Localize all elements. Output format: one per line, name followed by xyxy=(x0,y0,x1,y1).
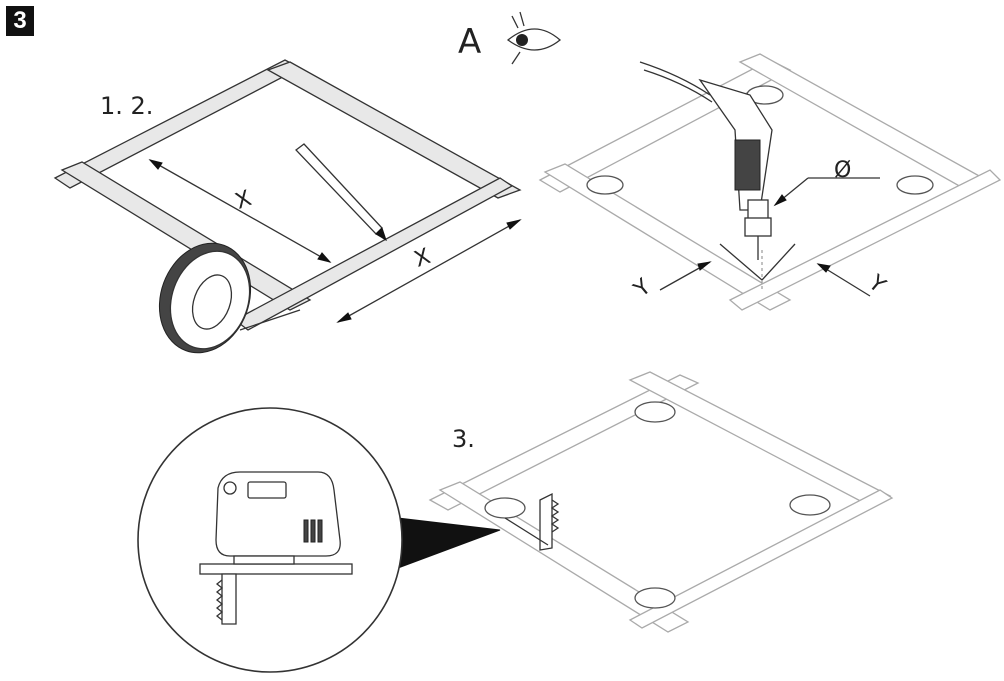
eye-icon xyxy=(506,11,562,65)
zoom-pointer xyxy=(397,517,501,569)
dimension-x-lines xyxy=(148,159,522,323)
steps-1-2-label: 1. 2. xyxy=(100,92,154,120)
tape-roll-icon xyxy=(158,242,301,354)
cut-frame xyxy=(428,371,894,633)
pencil-icon xyxy=(295,143,387,242)
jigsaw-icon xyxy=(199,471,353,625)
dimension-y-lines xyxy=(659,177,880,297)
step-3-label: 3. xyxy=(452,425,475,453)
drill-icon xyxy=(639,61,773,260)
diameter-label: Ø xyxy=(834,158,852,183)
view-a-label: A xyxy=(458,22,482,62)
step-number-badge: 3 xyxy=(6,6,34,36)
